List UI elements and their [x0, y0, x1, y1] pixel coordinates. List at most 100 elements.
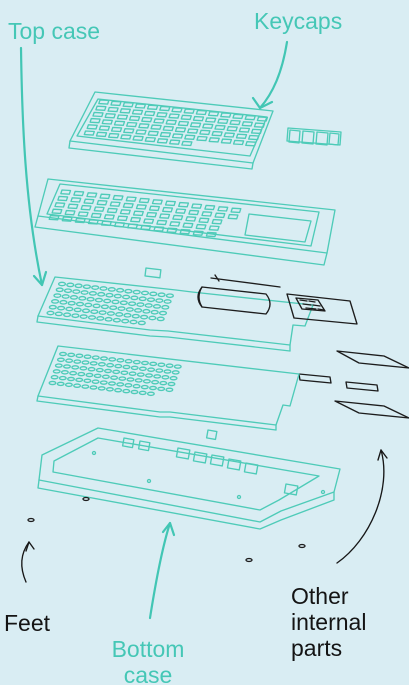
switch-dome: [77, 302, 84, 305]
pcb-contact-pad: [49, 381, 56, 384]
keycap: [209, 138, 219, 142]
top-case-key-opening: [55, 203, 65, 207]
pcb-contact-pad: [101, 357, 108, 360]
pcb-contact-pad: [172, 371, 179, 374]
top-case-key-opening: [71, 198, 81, 202]
switch-dome: [158, 293, 165, 296]
top-case-key-opening: [150, 206, 160, 210]
switch-dome: [54, 294, 61, 297]
switch-dome: [143, 310, 150, 313]
keycap: [84, 131, 94, 135]
top-case-key-opening: [144, 219, 154, 223]
pcb-contact-pad: [74, 384, 81, 387]
top-case-key-opening: [118, 216, 128, 220]
switch-dome: [112, 300, 119, 303]
switch-dome: [142, 291, 149, 294]
switch-dome: [56, 288, 63, 291]
keycap: [200, 130, 210, 134]
switch-dome: [85, 303, 92, 306]
switch-dome: [108, 288, 115, 291]
switch-dome: [52, 300, 59, 303]
top-case-key-opening: [121, 210, 131, 214]
pcb-contact-pad: [148, 368, 155, 371]
switch-dome: [110, 306, 117, 309]
keycap: [105, 114, 115, 118]
pcb-contact-pad: [135, 379, 142, 382]
pcb-contact-pad: [60, 352, 67, 355]
keycap: [181, 115, 191, 119]
switch-dome: [124, 314, 131, 317]
top-case-key-opening: [78, 212, 88, 216]
switch-dome: [89, 316, 96, 319]
keycap: [188, 129, 198, 133]
pcb-contact-pad: [88, 368, 95, 371]
top-case-key-opening: [134, 211, 144, 215]
pcb-contact-pad: [131, 366, 138, 369]
keycap: [245, 116, 255, 120]
pcb-contact-pad: [138, 373, 145, 376]
pcb-contact-pad: [82, 385, 89, 388]
top-case-key-opening: [179, 203, 189, 207]
switch-dome: [120, 301, 127, 304]
keycap: [169, 114, 179, 118]
switch-dome: [80, 315, 87, 318]
pcb-contact-pad: [84, 355, 91, 358]
switch-dome: [160, 311, 167, 314]
pcb-contact-pad: [58, 358, 65, 361]
keycap: [115, 121, 125, 125]
switch-dome: [133, 290, 140, 293]
top-case-key-opening: [68, 204, 78, 208]
switch-dome: [72, 314, 79, 317]
feet-part: [28, 498, 305, 562]
pcb-contact-pad: [142, 386, 149, 389]
keycap: [178, 122, 188, 126]
switch-dome: [116, 313, 123, 316]
pcb-contact-pad: [144, 380, 151, 383]
switch-dome: [102, 305, 109, 308]
pcb-contact-pad: [68, 377, 75, 380]
pcb-contact-pad: [119, 377, 126, 380]
keycap: [221, 113, 231, 117]
top-case-key-opening: [89, 220, 99, 224]
switch-dome: [105, 318, 112, 321]
keycap: [99, 100, 109, 104]
keycap: [130, 116, 140, 120]
pcb-contact-pad: [82, 361, 89, 364]
switch-dome: [162, 306, 169, 309]
switch-dome: [129, 302, 136, 305]
pcb-contact-pad: [101, 381, 108, 384]
pcb-contact-pad: [76, 378, 83, 381]
switch-dome: [55, 312, 62, 315]
pcb-contact-pad: [57, 382, 64, 385]
keycap: [121, 135, 131, 139]
switch-dome: [67, 283, 74, 286]
keycap: [185, 135, 195, 139]
keycap: [123, 103, 133, 107]
keycap: [197, 137, 207, 141]
top-case-key-opening: [170, 222, 180, 226]
pcb-contact-pad: [68, 353, 75, 356]
pcb-contact-pad: [90, 362, 97, 365]
top-case-key-opening: [173, 215, 183, 219]
pcb-contact-pad: [127, 378, 134, 381]
pcb-contact-pad: [66, 359, 73, 362]
pcb-contact-pad: [107, 388, 114, 391]
top-case-key-opening: [84, 199, 94, 203]
switch-dome: [90, 292, 97, 295]
keycap: [172, 108, 182, 112]
pcb-contact-pad: [158, 363, 165, 366]
switch-dome: [91, 310, 98, 313]
bottom-case-arrow: [150, 523, 170, 618]
switch-dome: [132, 315, 139, 318]
top-case-key-opening: [154, 227, 164, 231]
pcb-contact-pad: [53, 370, 60, 373]
keycap: [176, 128, 186, 132]
top-case-key-opening: [167, 228, 177, 232]
top-case-key-opening: [202, 212, 212, 216]
switch-dome: [92, 286, 99, 289]
keycap: [145, 111, 155, 115]
switch-dome: [149, 316, 156, 319]
keycap: [136, 130, 146, 134]
keycaps-label: Keycaps: [254, 8, 342, 34]
